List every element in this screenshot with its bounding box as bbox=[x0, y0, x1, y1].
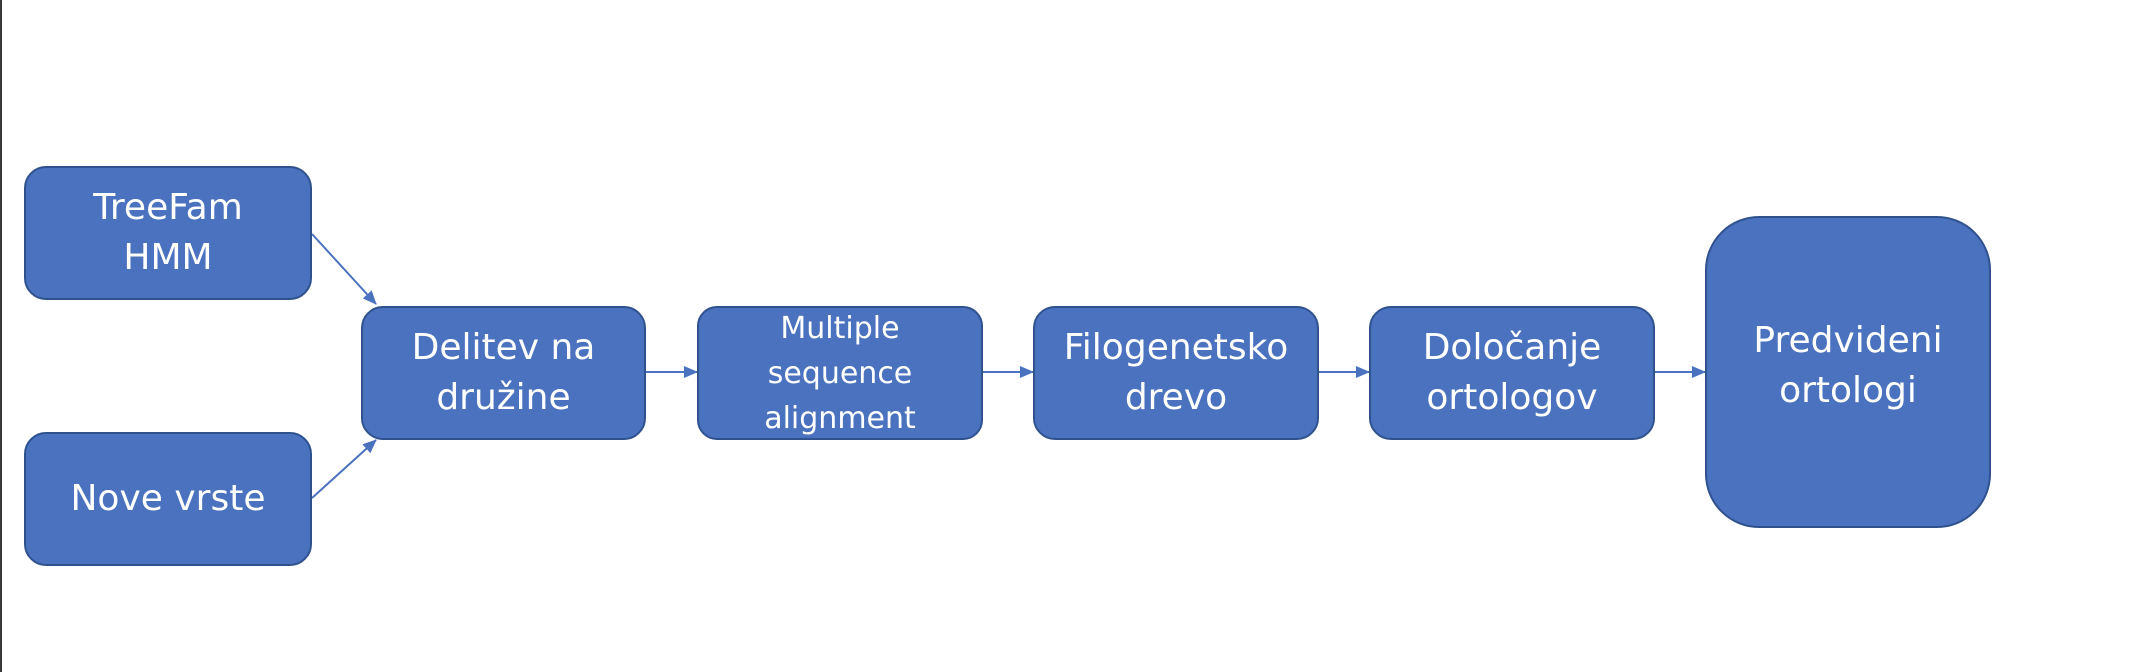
node-delitev-na-druzine[interactable]: Delitev na družine bbox=[361, 306, 646, 440]
node-multiple-sequence-alignment[interactable]: Multiple sequence alignment bbox=[697, 306, 983, 440]
arrow-nove-to-delitev bbox=[311, 439, 377, 499]
node-predvideni-ortologi[interactable]: Predvideni ortologi bbox=[1705, 216, 1991, 528]
node-nove-vrste[interactable]: Nove vrste bbox=[24, 432, 312, 566]
node-filogenetsko-drevo[interactable]: Filogenetsko drevo bbox=[1033, 306, 1319, 440]
node-dolocanje-ortologov[interactable]: Določanje ortologov bbox=[1369, 306, 1655, 440]
node-treefam-hmm[interactable]: TreeFam HMM bbox=[24, 166, 312, 300]
arrow-treefam-to-delitev bbox=[311, 233, 377, 305]
page-left-border bbox=[0, 0, 2, 672]
